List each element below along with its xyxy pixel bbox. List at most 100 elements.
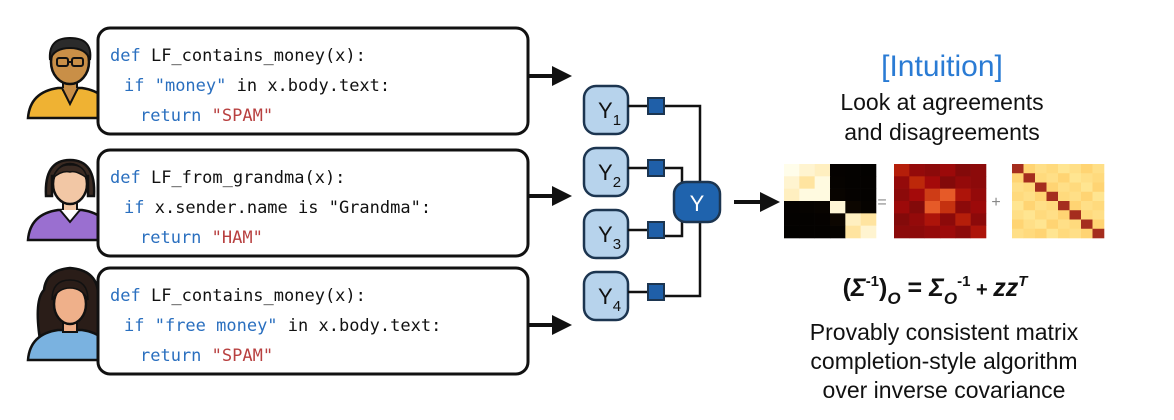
label-node-port	[647, 97, 665, 115]
heatmap	[784, 164, 877, 239]
heatmap-cell	[970, 176, 987, 189]
labeling-function-box: def LF_contains_money(x):if "free money"…	[96, 266, 530, 376]
code-token: in x.body.text:	[226, 76, 390, 96]
labeling-function-box: def LF_from_grandma(x):if x.sender.name …	[96, 148, 530, 258]
heatmap-cell	[799, 176, 815, 189]
heatmap-cell	[955, 176, 971, 189]
heatmap-cell	[1081, 191, 1093, 202]
heatmap-cell	[894, 176, 910, 189]
heatmap-cell	[940, 213, 956, 226]
heatmap-cell	[1023, 219, 1036, 230]
heatmap-cell	[814, 188, 831, 202]
heatmap-cell	[940, 176, 956, 189]
code-token: if	[124, 198, 155, 218]
code-token: "SPAM"	[212, 346, 273, 366]
output-node-label: Y	[690, 191, 705, 216]
equals-sign: =	[877, 194, 886, 211]
heatmap-cell	[894, 213, 910, 226]
labeling-function-boxes: def LF_contains_money(x):if "money" in x…	[96, 26, 530, 376]
heatmap-cell	[830, 225, 846, 239]
heatmap-cell	[784, 213, 800, 226]
heatmap-cell	[955, 225, 971, 239]
heatmap-cell	[1046, 228, 1059, 239]
heatmap-cell	[784, 164, 800, 177]
heatmap	[894, 164, 987, 239]
heatmap-cell	[940, 164, 956, 177]
heatmap-cell	[1069, 173, 1082, 183]
intuition-caption-line-1: Look at agreements	[840, 89, 1043, 115]
heatmap-cell	[909, 201, 925, 214]
heatmap-cell	[845, 225, 861, 239]
heatmap-cell	[860, 176, 877, 189]
heatmap-cell	[1046, 173, 1059, 183]
grandma-face	[51, 162, 89, 206]
covariance-heatmaps	[784, 164, 1105, 239]
heatmap-cell	[924, 201, 941, 214]
heatmap-cell	[924, 176, 941, 189]
heatmap-cell	[1035, 191, 1047, 202]
heatmap-cell	[1035, 219, 1047, 230]
code-token: LF_from_grandma(x):	[151, 168, 345, 188]
code-token: LF_contains_money(x):	[151, 286, 366, 306]
heatmap-cell	[1035, 228, 1047, 239]
heatmap-cell	[1081, 210, 1093, 220]
heatmap-cell	[955, 213, 971, 226]
heatmap-cell	[1092, 191, 1105, 202]
heatmap-cell	[1012, 182, 1024, 193]
label-node: Y2	[582, 146, 665, 198]
code-line: def LF_contains_money(x):	[110, 286, 366, 306]
person-1-hair	[48, 36, 92, 61]
heatmap-cell	[924, 213, 941, 226]
heatmap-cell	[1081, 173, 1093, 183]
heatmap-cell	[814, 225, 831, 239]
heatmap-cell	[924, 188, 941, 202]
code-token: "SPAM"	[212, 106, 273, 126]
heatmap-cell	[1023, 182, 1036, 193]
heatmap-cell	[894, 201, 910, 214]
heatmap-cell	[1069, 219, 1082, 230]
algorithm-line-3: over inverse covariance	[823, 377, 1066, 403]
code-token: x.sender.name is "Grandma":	[155, 198, 431, 218]
heatmap-cell	[814, 213, 831, 226]
heatmap-cell	[1012, 219, 1024, 230]
formula: (Σ-1)O = ΣO-1 + zzT	[843, 273, 1030, 308]
algorithm-line-1: Provably consistent matrix	[810, 319, 1079, 345]
code-line: if x.sender.name is "Grandma":	[124, 198, 431, 218]
heatmap-cell	[1058, 182, 1070, 193]
heatmap-cell	[799, 213, 815, 226]
label-node: Y4	[582, 270, 665, 322]
heatmap-cell	[940, 201, 956, 214]
heatmap-cell	[1069, 182, 1082, 193]
heatmap-cell	[1069, 191, 1082, 202]
intuition-heading: [Intuition]	[881, 50, 1003, 83]
heatmap-cell	[845, 213, 861, 226]
heatmap-cell	[1058, 228, 1070, 239]
heatmap-cell	[784, 188, 800, 202]
heatmap-cell	[909, 225, 925, 239]
grandma-collar	[59, 209, 81, 224]
heatmap-cell	[924, 225, 941, 239]
heatmap-cell	[1092, 201, 1105, 211]
code-token: return	[140, 228, 212, 248]
heatmap-cell	[1046, 164, 1059, 174]
heatmap-cell	[1092, 182, 1105, 193]
heatmap-cell	[1035, 201, 1047, 211]
code-line: return "SPAM"	[140, 346, 273, 366]
heatmap-cell	[1058, 191, 1070, 202]
heatmap-cell	[894, 188, 910, 202]
heatmap-cell	[814, 201, 831, 214]
heatmap-cell	[1023, 191, 1036, 202]
code-token: def	[110, 286, 151, 306]
label-node-port	[647, 283, 665, 301]
heatmap-cell	[955, 164, 971, 177]
heatmap-cell	[1058, 173, 1070, 183]
heatmap-cell	[1046, 219, 1059, 230]
label-node: Y3	[582, 208, 665, 260]
heatmap-cell	[1012, 228, 1024, 239]
heatmap-cell	[1023, 210, 1036, 220]
heatmap-cell	[799, 188, 815, 202]
heatmap-cell	[799, 201, 815, 214]
heatmap-cell	[909, 188, 925, 202]
heatmap-cell	[1058, 210, 1070, 220]
